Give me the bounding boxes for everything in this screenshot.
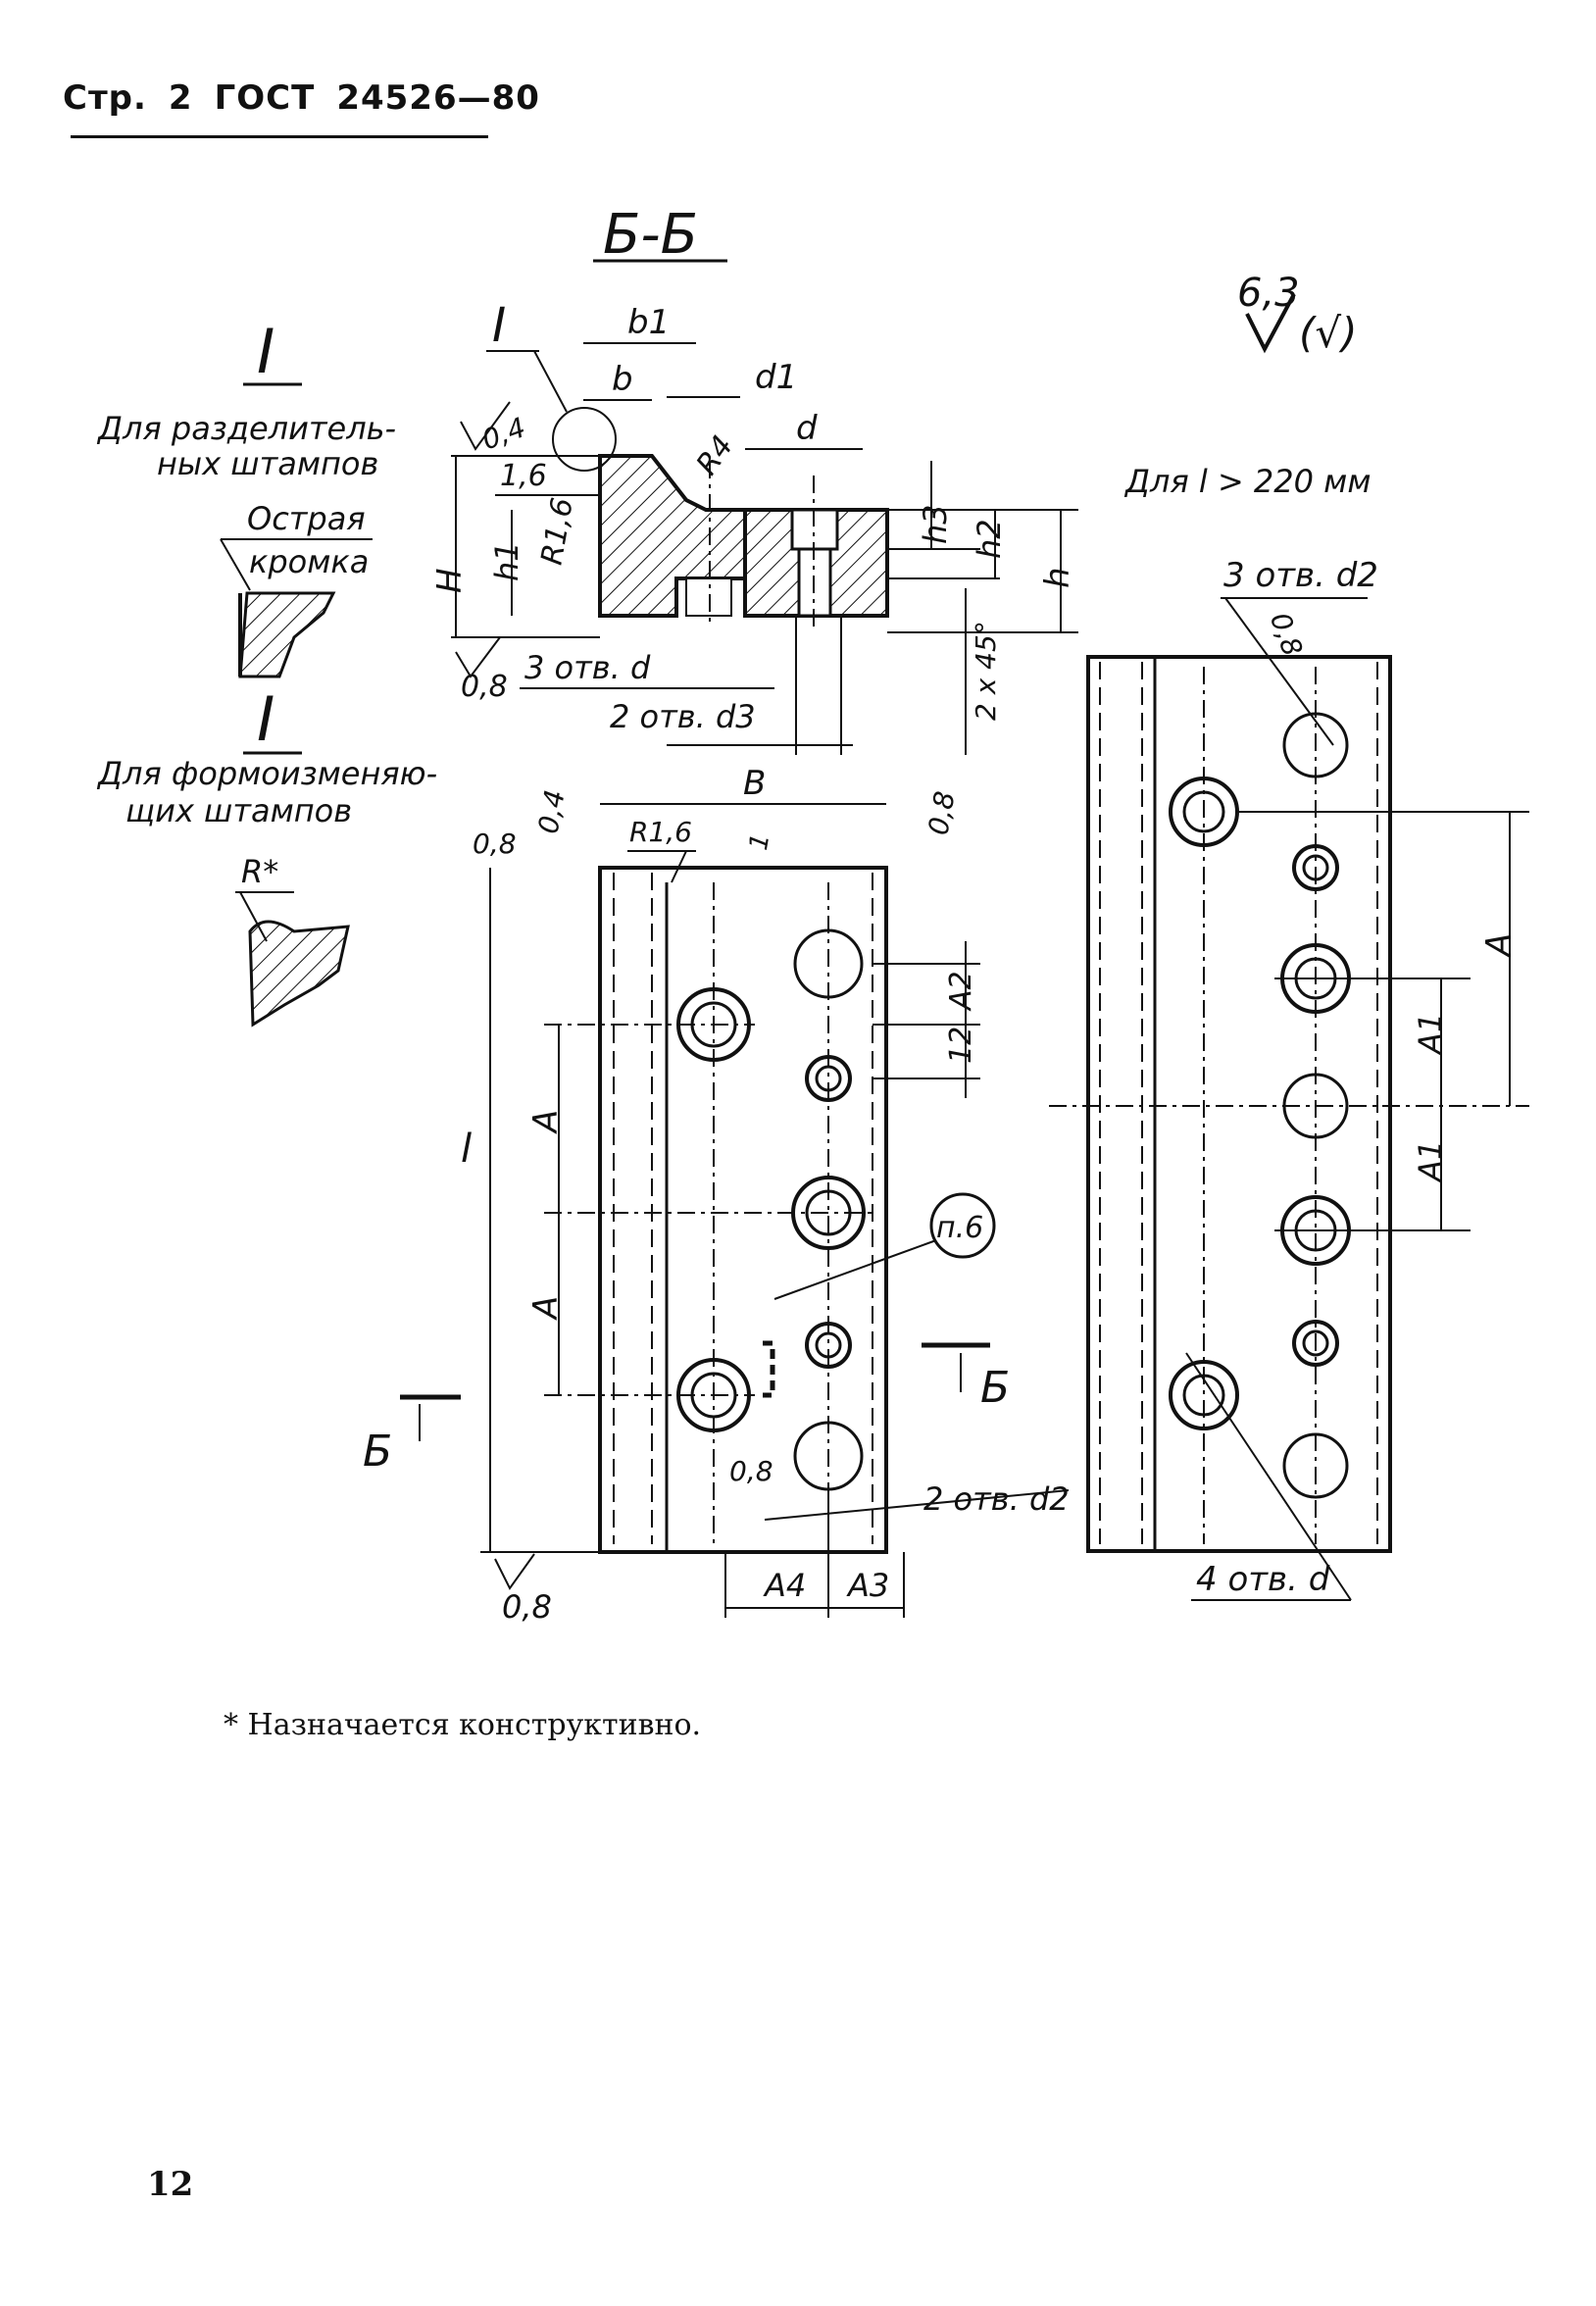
- roughness-symbol-general: 6,3 (√): [1237, 271, 1358, 357]
- standard-code: 24526—80: [336, 78, 540, 118]
- note-l-gt-220: Для l > 220 мм: [1123, 463, 1371, 500]
- dim-12: 12: [944, 1027, 978, 1064]
- sharp-edge-line2: кромка: [249, 543, 369, 580]
- dim-l: l: [461, 1127, 472, 1172]
- detail-marker-top: I: [257, 316, 274, 387]
- dim-b: b: [612, 360, 633, 399]
- dim-A2: A2: [944, 971, 978, 1012]
- forming-dies-line1: Для формоизменяю-: [96, 755, 437, 792]
- rough-mark-1: [460, 401, 511, 451]
- holes-d2-right: 3 отв. d2: [1223, 556, 1378, 595]
- detail-sharp-profile: [238, 591, 336, 678]
- dim-h: h: [1038, 567, 1077, 588]
- page-label: Стр.: [63, 78, 147, 118]
- cut-label-left: Б: [363, 1427, 392, 1477]
- dim-1-6: 1,6: [500, 459, 547, 493]
- dim-A-right: A: [1479, 933, 1519, 958]
- dim-d: d: [796, 409, 818, 448]
- dim-R1-6-plan: R1,6: [629, 816, 692, 848]
- radius-asterisk: R*: [241, 853, 278, 890]
- standard-name: ГОСТ: [214, 78, 316, 118]
- separating-dies-line1: Для разделитель-: [96, 410, 396, 447]
- dim-A1-2: A1: [1412, 1140, 1449, 1183]
- dim-b1: b1: [627, 303, 670, 342]
- dim-h1: h1: [488, 541, 525, 581]
- rough-0-8-plan-right: 0,8: [922, 789, 961, 838]
- note-p6: п.6: [936, 1211, 983, 1245]
- rough-mark-2: [455, 636, 501, 678]
- dim-h3: h3: [917, 504, 954, 544]
- separating-dies-line2: ных штампов: [157, 445, 378, 482]
- page-number: 12: [147, 2165, 194, 2204]
- dim-B: B: [743, 764, 766, 803]
- sharp-edge-leader: [220, 538, 251, 591]
- dim-h2: h2: [971, 519, 1008, 559]
- footnote: * Назначается конструктивно.: [224, 1708, 702, 1742]
- dim-A3: A3: [846, 1567, 889, 1604]
- holes-d2-left: 2 отв. d2: [923, 1480, 1070, 1518]
- cut-label-right: Б: [980, 1363, 1010, 1413]
- page-header: Стр. 2 ГОСТ 24526—80: [63, 78, 562, 118]
- dim-d1: d1: [755, 358, 797, 397]
- plan-view-right: Для l > 220 мм 3 отв. d2 0,8: [1049, 463, 1529, 1601]
- header-underline: [71, 135, 488, 138]
- section-view: I b1 b d1 d R4 1,6 R1,6 H h1: [430, 298, 1078, 755]
- dim-chamfer: 2 x 45°: [970, 621, 1002, 721]
- sharp-edge-line1: Острая: [247, 500, 366, 537]
- dim-A4: A4: [763, 1567, 806, 1604]
- holes-d3-label: 2 отв. d3: [610, 698, 756, 735]
- detail-rounded-profile: [248, 920, 350, 1028]
- rough-0-8-right: 0,8: [1264, 608, 1309, 660]
- rough-0-8-plan-bottom: 0,8: [502, 1588, 552, 1626]
- dim-r1-6: R1,6: [535, 495, 580, 568]
- forming-dies-line2: щих штампов: [125, 792, 352, 829]
- section-detail-marker: I: [492, 298, 506, 353]
- plan-view-left: B R1,6 1 l A A A2 12 п.6 Б: [363, 764, 1070, 1626]
- rough-0-8-plan-top: 0,8: [473, 827, 517, 860]
- dim-A-2: A: [526, 1296, 566, 1321]
- dim-H: H: [430, 568, 470, 593]
- holes-d-label: 3 отв. d: [524, 649, 651, 686]
- roughness-value: 6,3: [1237, 271, 1300, 316]
- dim-A-1: A: [526, 1110, 566, 1134]
- section-title: Б-Б: [603, 203, 698, 267]
- rough-0-4-plan: 0,4: [532, 787, 572, 836]
- dim-A1-1: A1: [1412, 1013, 1449, 1056]
- holes-d-right: 4 отв. d: [1196, 1560, 1330, 1599]
- detail-marker-bottom: I: [257, 683, 274, 755]
- dim-r4: R4: [690, 429, 741, 481]
- page-number-header: 2: [168, 78, 193, 118]
- rough-0-8-hole: 0,8: [729, 1455, 773, 1487]
- dim-one: 1: [744, 831, 775, 853]
- rough-0-8-section: 0,8: [461, 670, 508, 704]
- roughness-paren: (√): [1299, 309, 1358, 357]
